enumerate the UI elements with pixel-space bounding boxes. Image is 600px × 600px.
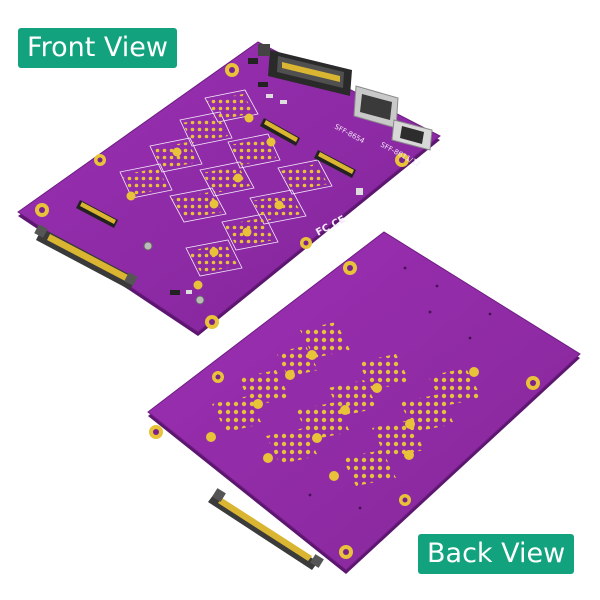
back-vias xyxy=(308,266,492,510)
front-view-label: Front View xyxy=(18,28,177,68)
back-pad-arrays xyxy=(212,322,482,486)
front-board: SFF-8654 SFF-8611/12 FC CE xyxy=(17,41,441,336)
smd-components xyxy=(143,58,363,305)
back-view-label: Back View xyxy=(418,534,575,574)
back-board xyxy=(147,231,581,574)
front-mounting-holes xyxy=(35,63,409,329)
back-mounting-holes xyxy=(149,261,540,559)
front-test-points xyxy=(126,113,284,290)
slim-sas-ports xyxy=(353,85,433,151)
back-test-points xyxy=(206,350,479,481)
back-sata-connector xyxy=(208,488,324,570)
front-sata-connector xyxy=(34,224,138,290)
m2-slots xyxy=(76,118,356,228)
sff8654-connector xyxy=(258,44,352,96)
